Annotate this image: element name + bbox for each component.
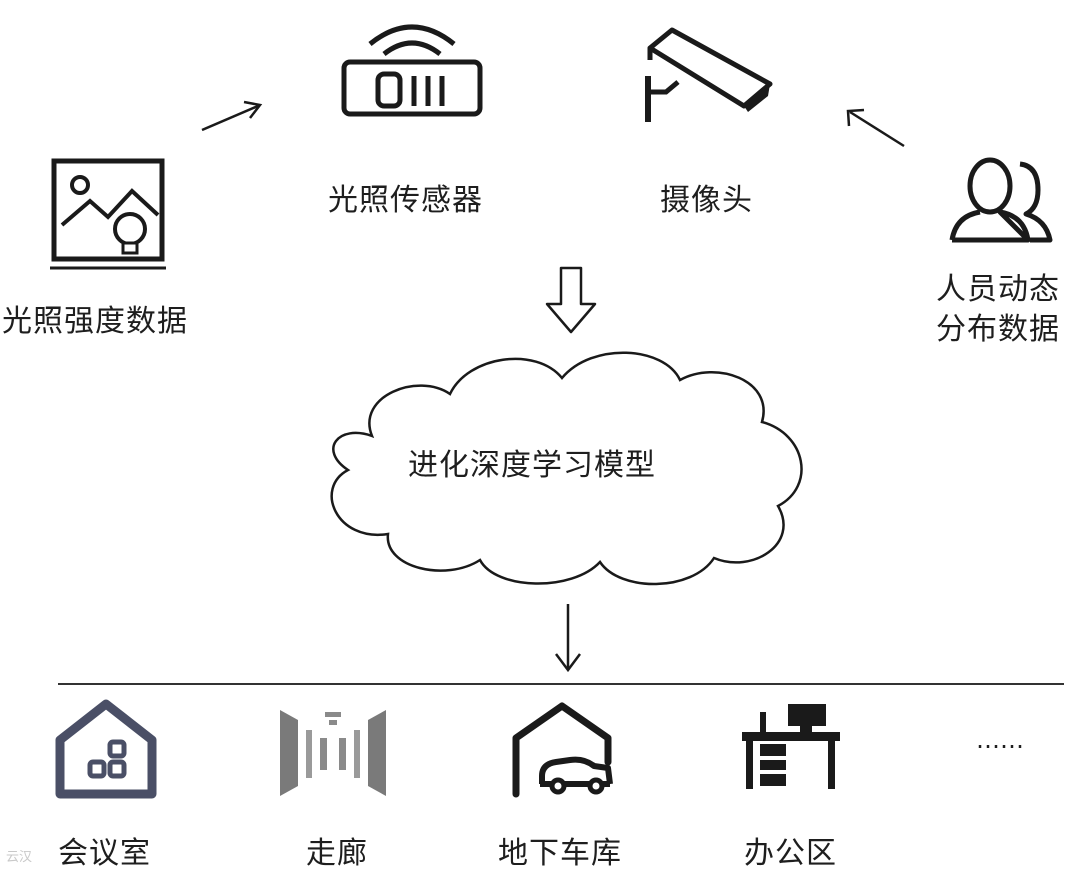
arrow-to-camera: [842, 106, 910, 150]
arrow-to-sensor: [196, 98, 268, 136]
divider-line: [58, 683, 1064, 685]
garage-icon: [510, 700, 614, 798]
light-sensor-icon: [336, 14, 488, 120]
model-cloud: [300, 338, 820, 598]
light-intensity-icon: [48, 155, 172, 275]
people-data-label-line1: 人员动态: [936, 272, 1060, 307]
more-ellipsis: ……: [976, 726, 1024, 754]
camera-icon: [640, 26, 776, 126]
scene-label: 地下车库: [498, 836, 622, 871]
hollow-down-arrow: [544, 266, 598, 336]
scene-label: 走廊: [306, 836, 368, 871]
down-arrow: [552, 602, 584, 674]
meeting-room-icon: [50, 698, 162, 800]
office-desk-icon: [738, 702, 844, 792]
scene-label: 会议室: [58, 836, 151, 871]
corridor-icon: [276, 706, 390, 798]
light-data-label: 光照强度数据: [2, 304, 188, 339]
model-label: 进化深度学习模型: [408, 448, 656, 483]
people-data-label-line2: 分布数据: [936, 312, 1060, 347]
watermark: 云汉: [6, 850, 33, 865]
camera-label: 摄像头: [660, 183, 753, 218]
scene-label: 办公区: [744, 836, 837, 871]
people-icon: [946, 150, 1056, 244]
light-sensor-label: 光照传感器: [328, 183, 483, 218]
